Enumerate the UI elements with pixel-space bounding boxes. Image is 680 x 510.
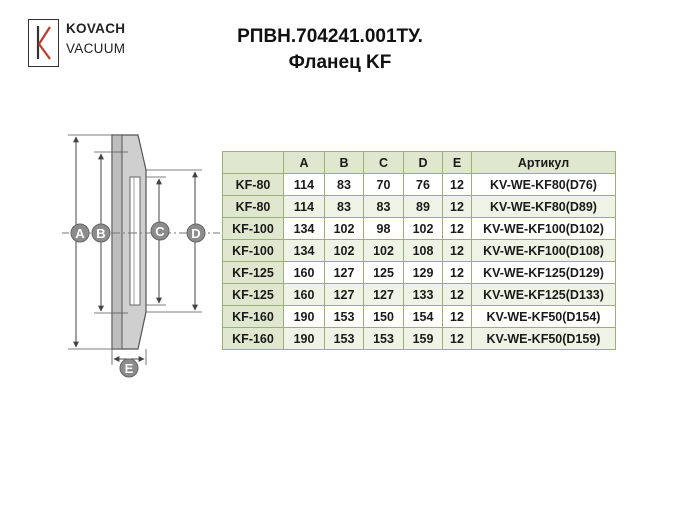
header-cell-b: B	[324, 151, 364, 174]
cell-d: 89	[403, 195, 443, 218]
header-cell-a: A	[283, 151, 325, 174]
cell-article: KV-WE-KF50(D159)	[471, 327, 616, 350]
cell-d: 76	[403, 173, 443, 196]
document-code: РПВН.704241.001ТУ.	[237, 26, 423, 47]
dim-label-c: C	[150, 221, 170, 241]
cell-c: 70	[363, 173, 404, 196]
cell-model: KF-100	[222, 239, 284, 262]
cell-c: 153	[363, 327, 404, 350]
cell-a: 190	[283, 327, 325, 350]
dim-label-a: A	[70, 223, 90, 243]
cell-article: KV-WE-KF125(D129)	[471, 261, 616, 284]
cell-c: 102	[363, 239, 404, 262]
cell-model: KF-125	[222, 283, 284, 306]
dim-label-e-text: E	[125, 361, 134, 376]
cell-a: 114	[283, 195, 325, 218]
cell-b: 153	[324, 327, 364, 350]
cell-a: 160	[283, 283, 325, 306]
cell-e: 12	[442, 217, 472, 240]
dim-label-b-text: B	[96, 226, 105, 241]
cell-model: KF-160	[222, 305, 284, 328]
cell-b: 83	[324, 195, 364, 218]
dim-label-c-text: C	[155, 224, 165, 239]
cell-b: 102	[324, 239, 364, 262]
cell-b: 153	[324, 305, 364, 328]
cell-e: 12	[442, 239, 472, 262]
cell-a: 190	[283, 305, 325, 328]
dim-label-d: D	[186, 223, 206, 243]
cell-c: 127	[363, 283, 404, 306]
cell-d: 102	[403, 217, 443, 240]
header-cell-e: E	[442, 151, 472, 174]
cell-article: KV-WE-KF50(D154)	[471, 305, 616, 328]
cell-article: KV-WE-KF100(D108)	[471, 239, 616, 262]
dim-label-e: E	[119, 358, 139, 378]
cell-b: 102	[324, 217, 364, 240]
cell-c: 125	[363, 261, 404, 284]
cell-article: KV-WE-KF80(D89)	[471, 195, 616, 218]
cell-article: KV-WE-KF100(D102)	[471, 217, 616, 240]
cell-c: 83	[363, 195, 404, 218]
flange-drawing: A B C D E	[62, 134, 220, 378]
cell-article: KV-WE-KF125(D133)	[471, 283, 616, 306]
logo-k-icon	[36, 26, 51, 60]
table-header-row: A B C D E Артикул	[222, 151, 616, 174]
cell-d: 159	[403, 327, 443, 350]
logo-mark	[28, 19, 59, 67]
flange-face	[111, 134, 123, 350]
cell-model: KF-80	[222, 195, 284, 218]
header-cell-article: Артикул	[471, 151, 616, 174]
page-title: Фланец KF	[288, 52, 392, 73]
cell-b: 127	[324, 261, 364, 284]
cell-d: 129	[403, 261, 443, 284]
header-cell-model	[222, 151, 284, 174]
header-cell-d: D	[403, 151, 443, 174]
dim-label-a-text: A	[75, 226, 85, 241]
company-logo: KOVACH VACUUM	[28, 17, 136, 71]
cell-a: 134	[283, 239, 325, 262]
cell-e: 12	[442, 283, 472, 306]
cell-e: 12	[442, 195, 472, 218]
cell-e: 12	[442, 327, 472, 350]
cell-a: 114	[283, 173, 325, 196]
cell-d: 108	[403, 239, 443, 262]
cell-e: 12	[442, 173, 472, 196]
flange-bore	[129, 176, 141, 306]
cell-model: KF-125	[222, 261, 284, 284]
cell-d: 133	[403, 283, 443, 306]
cell-c: 98	[363, 217, 404, 240]
cell-d: 154	[403, 305, 443, 328]
cell-article: KV-WE-KF80(D76)	[471, 173, 616, 196]
logo-line-2: VACUUM	[66, 41, 126, 56]
header-cell-c: C	[363, 151, 404, 174]
cell-c: 150	[363, 305, 404, 328]
cell-e: 12	[442, 305, 472, 328]
cell-model: KF-100	[222, 217, 284, 240]
cell-b: 127	[324, 283, 364, 306]
cell-a: 134	[283, 217, 325, 240]
dim-label-b: B	[91, 223, 111, 243]
cell-e: 12	[442, 261, 472, 284]
cell-model: KF-160	[222, 327, 284, 350]
cell-b: 83	[324, 173, 364, 196]
cell-model: KF-80	[222, 173, 284, 196]
dim-label-d-text: D	[191, 226, 200, 241]
cell-a: 160	[283, 261, 325, 284]
logo-line-1: KOVACH	[66, 21, 126, 36]
